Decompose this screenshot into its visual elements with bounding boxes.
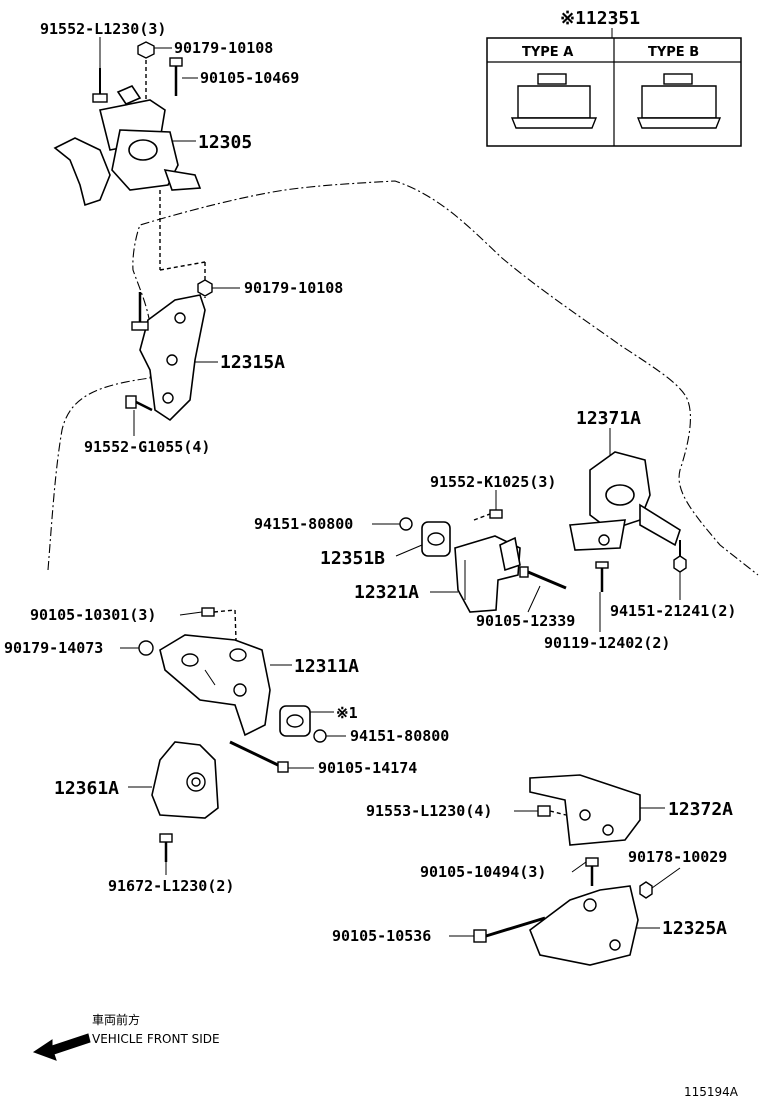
bolt-91672-L1230	[159, 833, 173, 862]
part-12372A	[529, 774, 641, 846]
label-ref1: ※1	[336, 704, 358, 722]
part-12311A	[159, 634, 271, 737]
part-12305	[53, 85, 202, 207]
part-12321A	[454, 535, 521, 613]
label-90105-14174: 90105-14174	[318, 759, 417, 777]
type-b-part	[636, 73, 722, 129]
label-12315A: 12315A	[220, 352, 285, 373]
direction-jp-label: 車両前方	[92, 1012, 140, 1027]
figure-id: 115194A	[684, 1085, 739, 1099]
label-94151-80800-b: 94151-80800	[350, 727, 449, 745]
label-90105-12339: 90105-12339	[476, 612, 575, 630]
label-91553-L1230: 91553-L1230(4)	[366, 802, 492, 820]
stopper-ref1	[279, 705, 311, 737]
direction-indicator: 車両前方 VEHICLE FRONT SIDE	[32, 1012, 220, 1061]
label-12361A: 12361A	[54, 778, 119, 799]
label-12325A: 12325A	[662, 918, 727, 939]
engine-outline	[47, 180, 759, 576]
label-94151-21241: 94151-21241(2)	[610, 602, 736, 620]
label-12371A: 12371A	[576, 408, 641, 429]
direction-arrow-icon	[32, 1033, 91, 1061]
bolt-91552-G1055	[125, 395, 153, 412]
part-labels: 91552-L1230(3) 90179-10108 90105-10469 1…	[4, 20, 736, 945]
nut-90179-10108-b	[197, 279, 213, 297]
part-12315A	[131, 292, 206, 422]
bolt-90105-10469	[169, 57, 183, 96]
label-90179-14073: 90179-14073	[4, 639, 103, 657]
type-b-label: TYPE B	[648, 45, 699, 60]
label-90178-10029: 90178-10029	[628, 848, 727, 866]
part-12351B	[421, 521, 451, 557]
label-12305: 12305	[198, 132, 252, 153]
bolt-90105-14174	[229, 740, 289, 773]
label-94151-80800-a: 94151-80800	[254, 515, 353, 533]
part-12371A	[569, 451, 681, 551]
label-90105-10469: 90105-10469	[200, 69, 299, 87]
label-91552-G1055: 91552-G1055(4)	[84, 438, 210, 456]
bolt-91552-L1230	[92, 68, 108, 103]
label-90119-12402: 90119-12402(2)	[544, 634, 670, 652]
label-91552-L1230: 91552-L1230(3)	[40, 20, 166, 38]
bolt-90105-10494	[585, 857, 599, 886]
label-90105-10536: 90105-10536	[332, 927, 431, 945]
label-90179-10108-a: 90179-10108	[174, 39, 273, 57]
type-ref-label: ※112351	[560, 8, 640, 29]
part-12361A	[151, 741, 219, 819]
part-12325A	[529, 885, 639, 966]
nut-90178-10029	[639, 881, 653, 899]
bolt-90105-12339	[519, 566, 567, 590]
nut-94151-80800-a	[399, 517, 413, 531]
nut-94151-21241	[673, 540, 687, 573]
bolt-91553-L1230	[537, 805, 567, 817]
label-91552-K1025: 91552-K1025(3)	[430, 473, 556, 491]
type-box: ※112351 TYPE A TYPE B	[486, 8, 742, 147]
nut-90179-14073	[138, 640, 154, 656]
label-12321A: 12321A	[354, 582, 419, 603]
label-12311A: 12311A	[294, 656, 359, 677]
nut-90179-10108-a	[137, 41, 155, 59]
label-91672-L1230: 91672-L1230(2)	[108, 877, 234, 895]
bolt-90119-12402	[595, 561, 609, 592]
bolt-90105-10536	[473, 916, 546, 943]
label-90105-10301: 90105-10301(3)	[30, 606, 156, 624]
type-a-label: TYPE A	[522, 45, 573, 60]
label-12372A: 12372A	[668, 799, 733, 820]
type-a-part	[510, 73, 598, 129]
bolt-91552-K1025	[473, 509, 503, 521]
bolt-90105-10301	[201, 607, 237, 641]
label-12351B: 12351B	[320, 548, 385, 569]
leader-lines	[99, 37, 681, 937]
direction-en-label: VEHICLE FRONT SIDE	[92, 1032, 220, 1046]
nut-94151-80800-b	[313, 729, 327, 743]
label-90179-10108-b: 90179-10108	[244, 279, 343, 297]
label-90105-10494: 90105-10494(3)	[420, 863, 546, 881]
